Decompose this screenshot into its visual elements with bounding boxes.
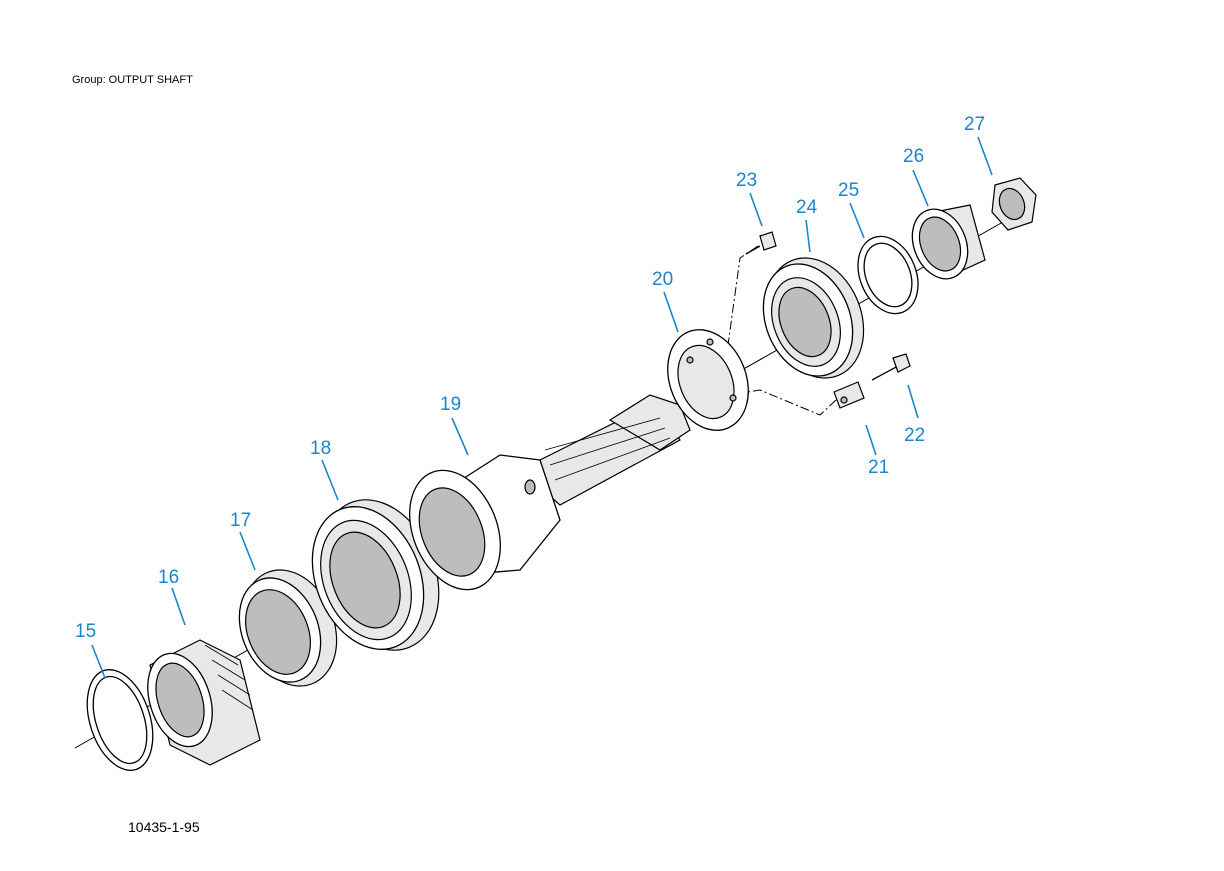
part-20-retainer-plate [667,329,749,431]
part-15-snap-ring [86,669,154,771]
figure-id: 10435-1-95 [128,819,200,835]
callout-20: 20 [652,269,673,290]
callout-22: 22 [904,425,925,446]
callout-16: 16 [158,567,179,588]
callout-18: 18 [310,438,331,459]
callout-27: 27 [964,114,985,135]
part-22-cap-screw [871,353,911,381]
part-16-bearing-sleeve [147,639,261,766]
part-24-ball-bearing [762,257,865,379]
leader-lines [91,136,993,679]
part-26-spacer-sleeve [911,204,986,280]
callout-21: 21 [868,457,889,478]
screw-23-path [727,245,759,346]
callout-24: 24 [796,197,818,218]
callout-26: 26 [903,146,924,167]
part-21-clamp-block [833,381,865,409]
callout-23: 23 [736,170,757,191]
callout-15: 15 [75,621,96,642]
part-19-output-shaft [409,394,691,591]
part-23-cap-screw [745,231,777,255]
part-27-hex-nut [991,177,1037,231]
part-18-flanged-bearing [311,499,440,651]
part-25-shim-ring [857,235,919,315]
group-title: Group: OUTPUT SHAFT [72,74,193,86]
callout-17: 17 [230,510,251,531]
callout-19: 19 [440,394,461,415]
part-17-slotted-nut [238,569,338,687]
callout-25: 25 [838,180,859,201]
